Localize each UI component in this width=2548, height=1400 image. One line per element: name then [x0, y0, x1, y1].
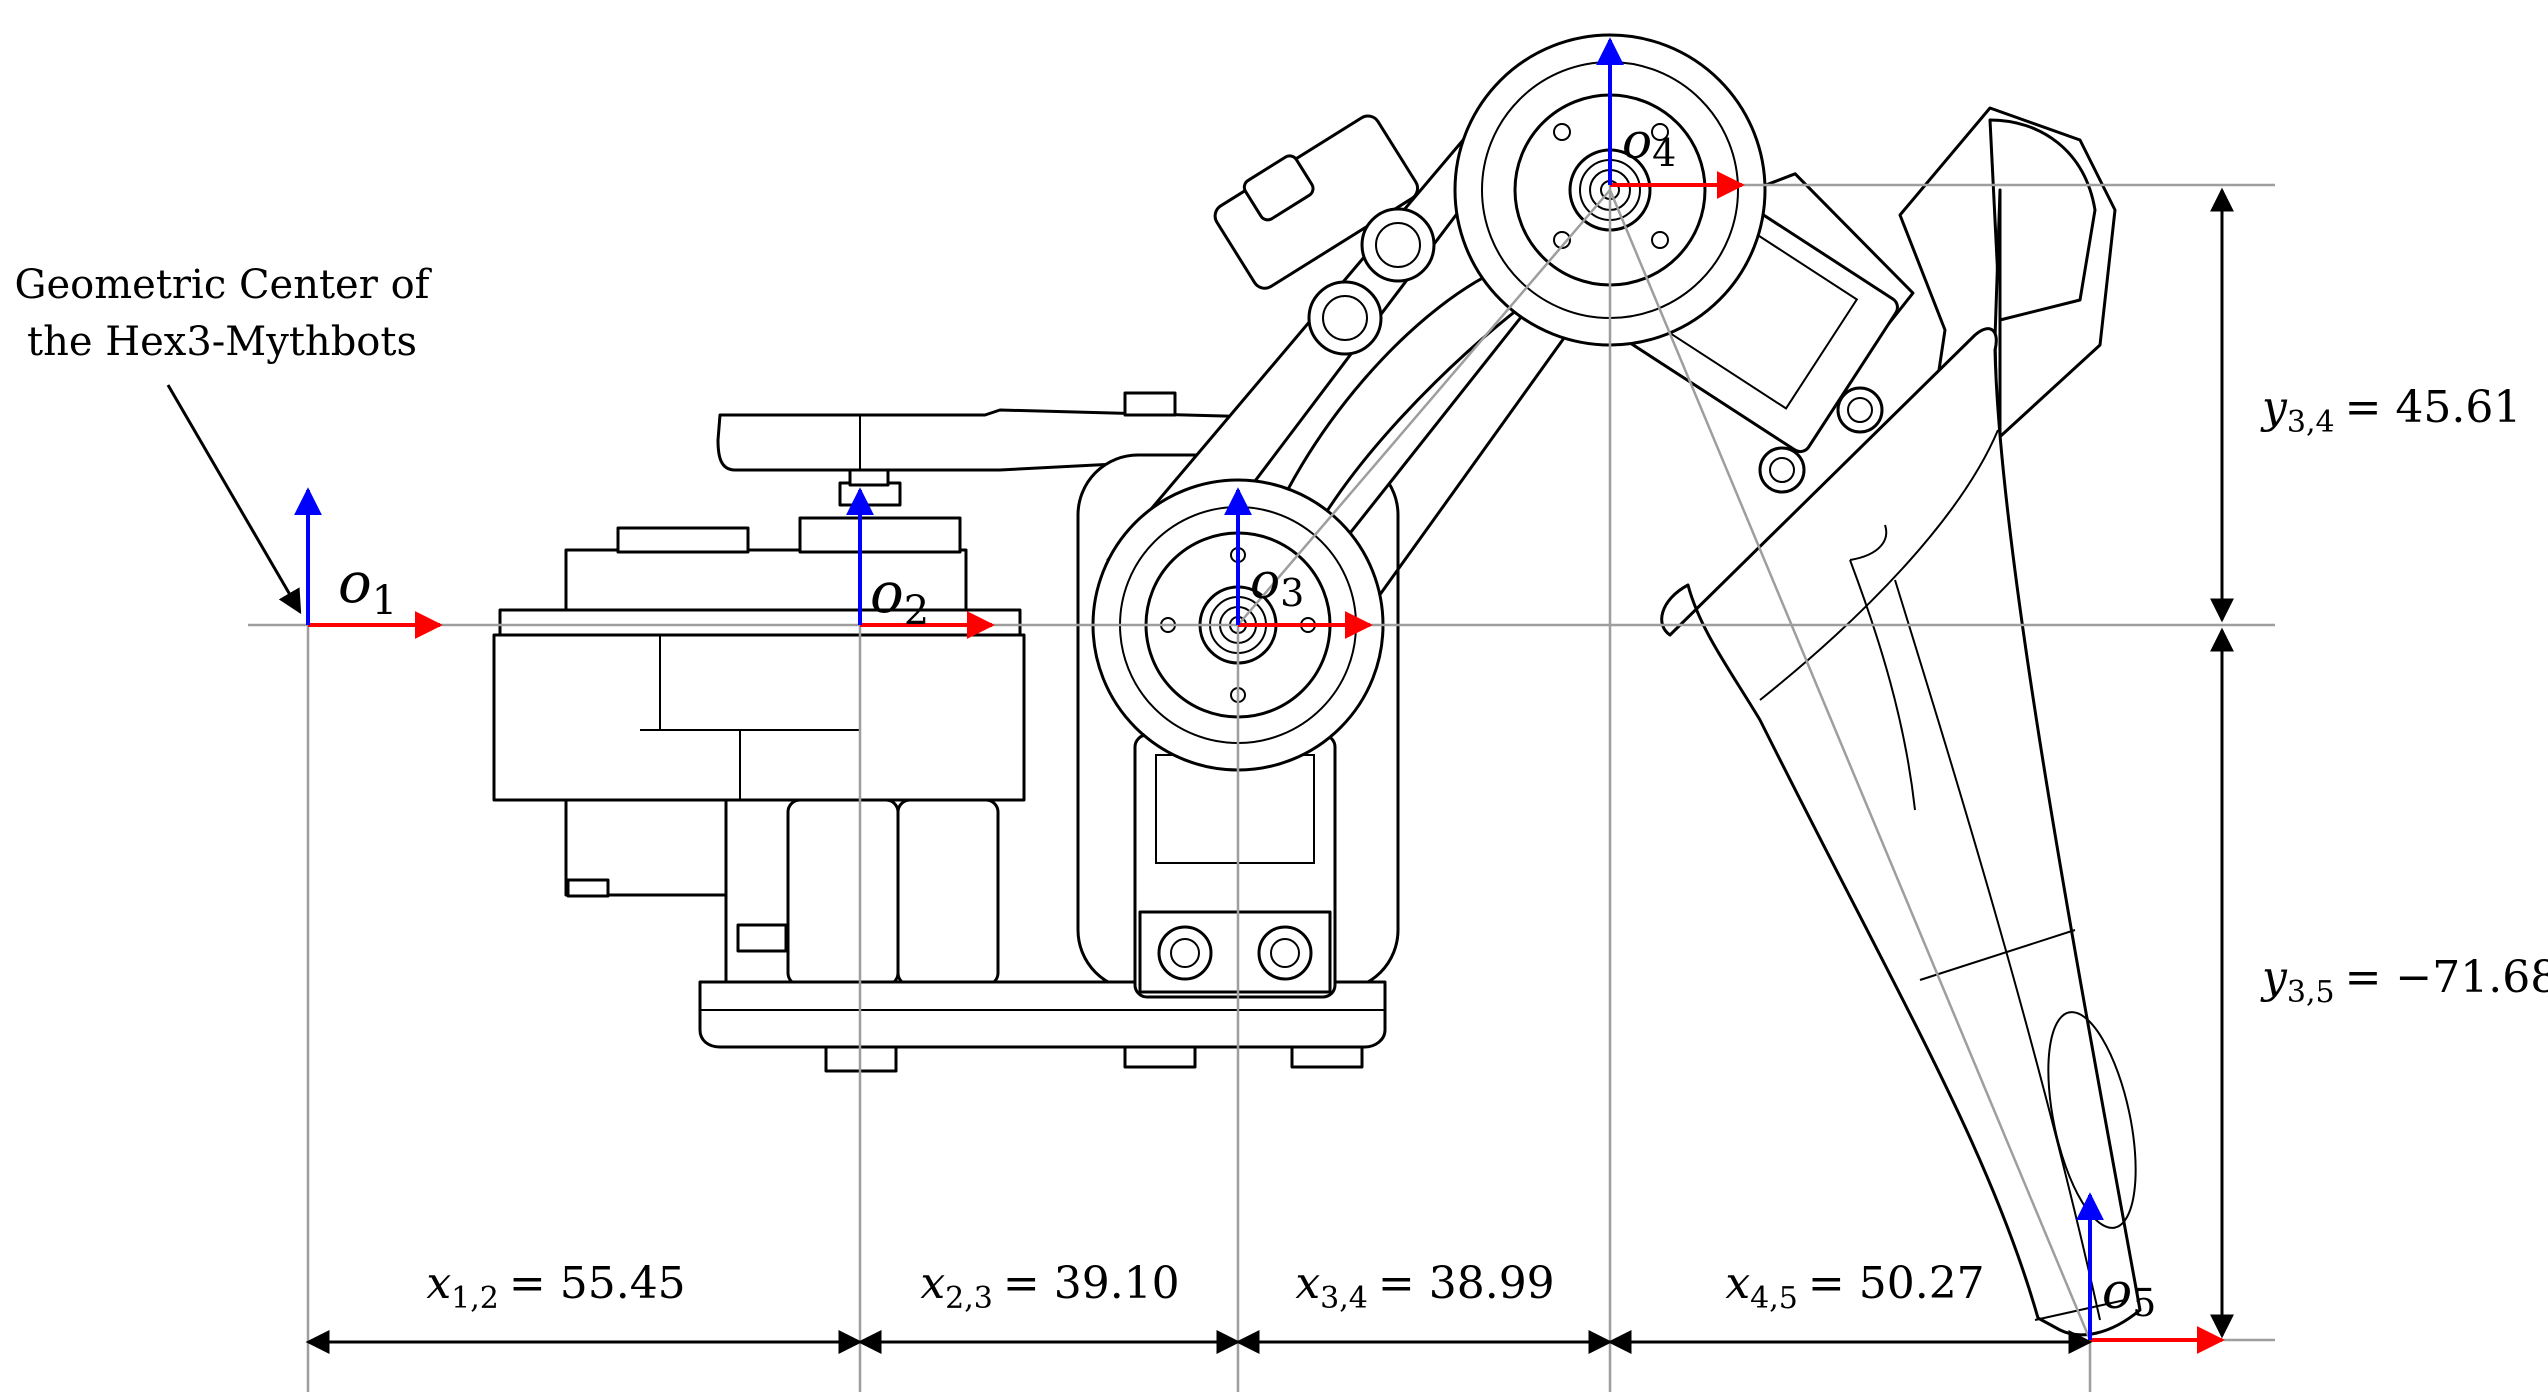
dim-label-x12: x1,2= 55.45 [426, 1258, 685, 1316]
dim-label-x23: x2,3= 39.10 [920, 1258, 1179, 1316]
body-servo [492, 468, 1026, 997]
frame-o5 [2076, 1192, 2225, 1354]
vertical-dimensions: y3,4= 45.61 y3,5= −71.68 [2210, 187, 2548, 1339]
coordinate-frames [294, 37, 2225, 1354]
dim-label-x34: x3,4= 38.99 [1295, 1258, 1554, 1316]
frame-label-o3: o3 [1250, 552, 1304, 615]
frame-o4 [1596, 37, 1745, 199]
horizontal-dimensions: x1,2= 55.45 x2,3= 39.10 x3,4= 38.99 x4,5… [305, 1258, 2093, 1354]
frame-o1 [294, 487, 443, 639]
frame-labels: o1 o2 o3 o4 o5 [338, 112, 2156, 1325]
guide-lines [248, 40, 2275, 1392]
geometric-center-annotation: Geometric Center of the Hex3-Mythbots [15, 262, 433, 615]
dim-label-y34: y3,4= 45.61 [2260, 382, 2521, 440]
frame-o2 [846, 487, 995, 639]
annotation-line-1: Geometric Center of [15, 262, 433, 308]
upper-servo-block [1213, 114, 1420, 290]
frame-label-o4: o4 [1622, 112, 1676, 175]
annotation-pointer-arrow [166, 384, 302, 615]
annotation-line-2: the Hex3-Mythbots [27, 319, 417, 365]
dim-label-x45: x4,5= 50.27 [1725, 1258, 1984, 1316]
frame-o3 [1224, 487, 1373, 639]
frame-label-o5: o5 [2102, 1262, 2156, 1325]
dim-label-y35: y3,5= −71.68 [2260, 952, 2548, 1010]
femur-servo [1133, 733, 1337, 999]
mechanical-drawing [492, 33, 2142, 1337]
foot-claw [1660, 106, 2142, 1337]
frame-label-o1: o1 [338, 551, 397, 624]
frame-label-o2: o2 [870, 561, 929, 634]
